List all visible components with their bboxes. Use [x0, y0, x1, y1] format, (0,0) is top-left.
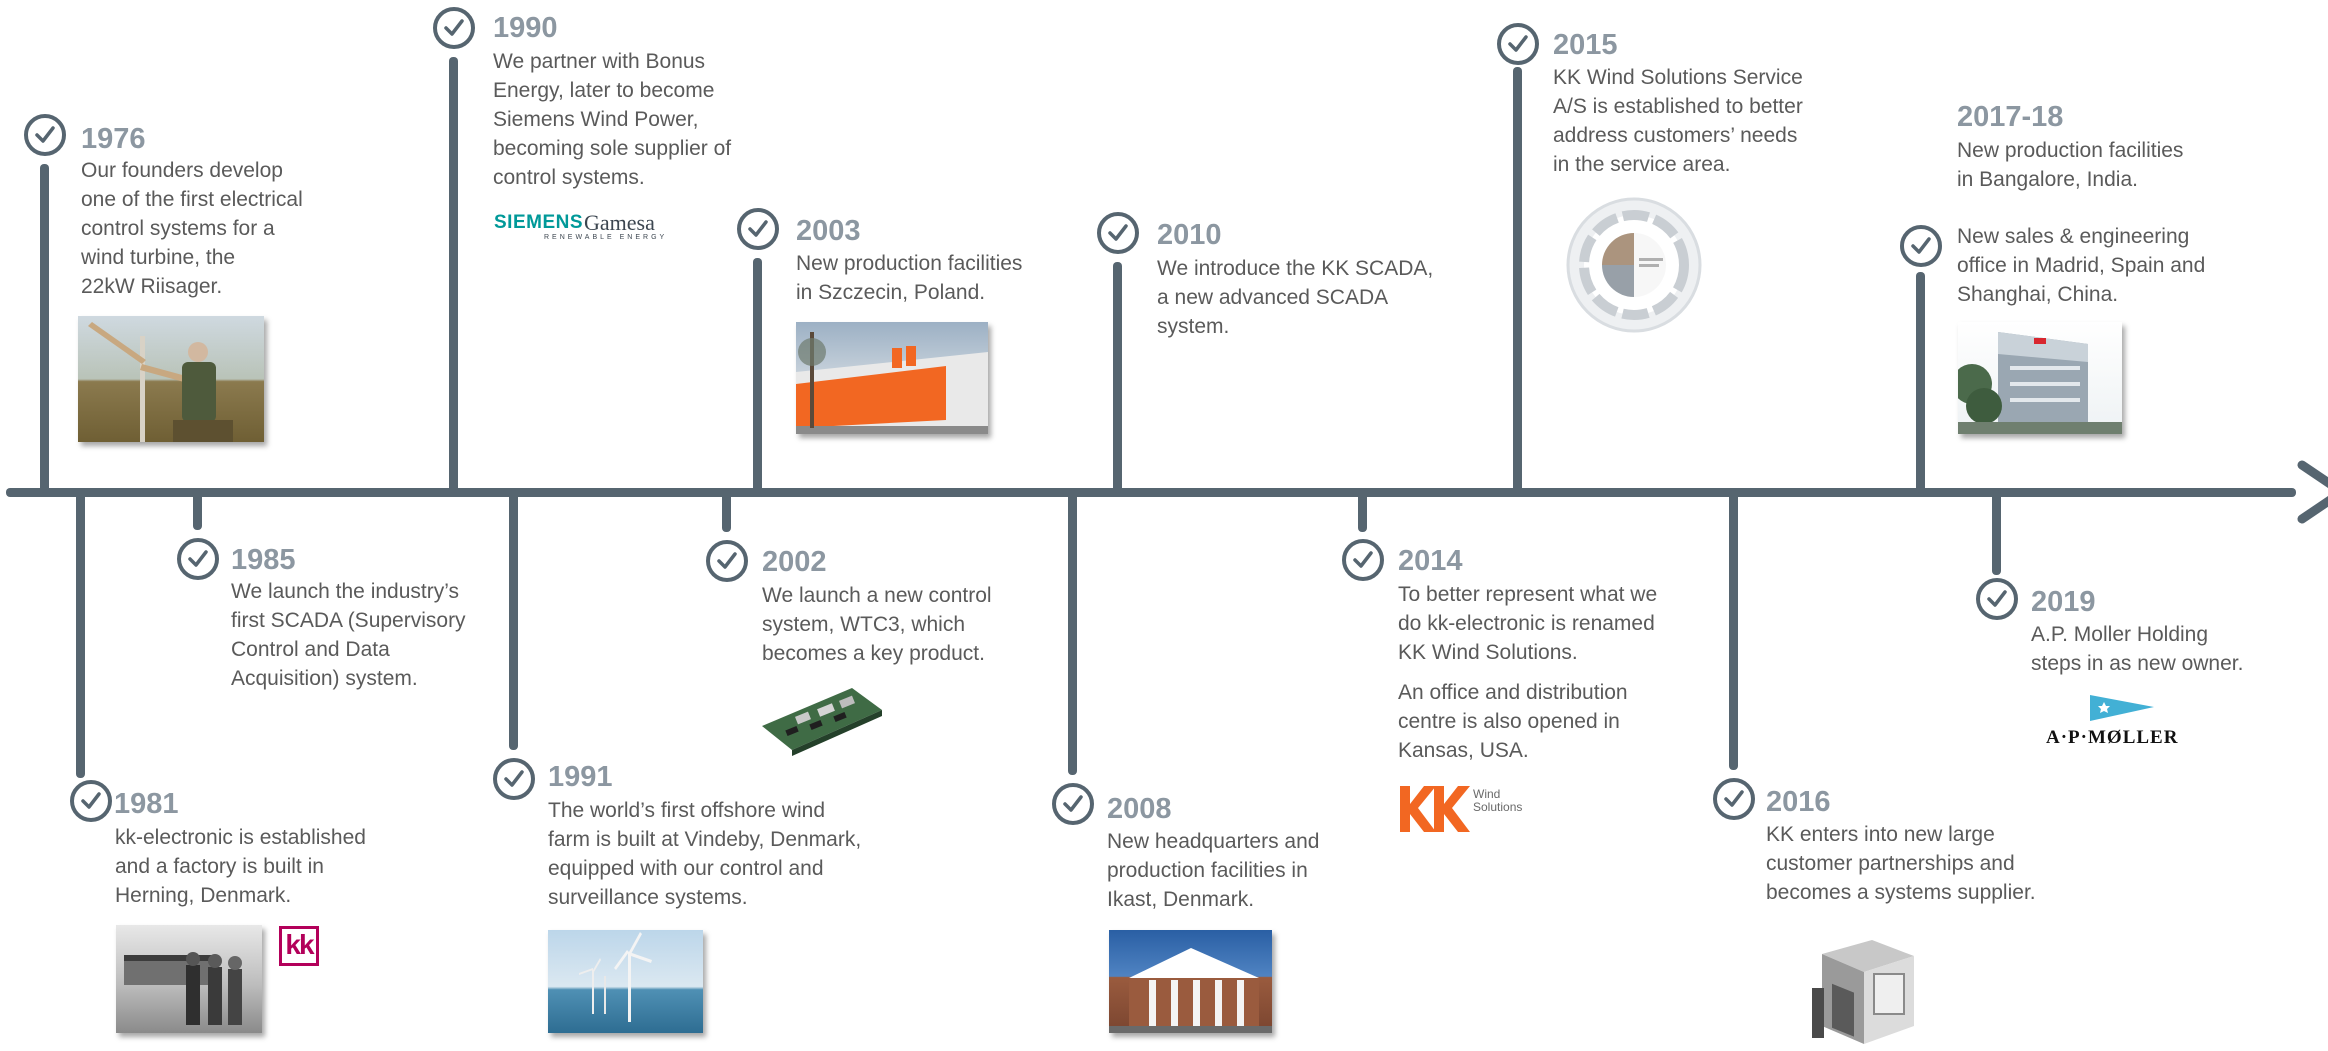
siemens-gamesa-logo: SIEMENS Gamesa RENEWABLE ENERGY — [494, 210, 674, 246]
event-description: New production facilities in Bangalore, … — [1957, 139, 2184, 191]
renewable-energy-text: RENEWABLE ENERGY — [544, 234, 668, 241]
photo-ikast-headquarters — [1109, 930, 1272, 1033]
check-circle-icon — [70, 780, 112, 822]
event-year: 2003 — [796, 215, 861, 247]
stem-2010 — [1113, 262, 1122, 493]
ap-moller-logo: A·P·MØLLER — [2046, 693, 2216, 753]
event-year: 2019 — [2031, 586, 2096, 618]
event-year: 1990 — [493, 12, 558, 44]
kk-logo-letters: kk — [285, 929, 314, 960]
event-description: We introduce the KK SCADA, a new advance… — [1157, 257, 1434, 338]
gamesa-logo-text: Gamesa — [584, 210, 655, 235]
wtc3-circuit-board — [756, 680, 886, 756]
check-circle-icon — [1900, 225, 1942, 267]
event-description: The world’s first offshore wind farm is … — [548, 799, 862, 909]
stem-2002 — [722, 490, 731, 532]
event-description: To better represent what we do kk-electr… — [1398, 583, 1658, 664]
stem-2019 — [1992, 490, 2001, 575]
check-circle-icon — [706, 540, 748, 582]
kk-wind-solutions-logo: Wind Solutions — [1398, 784, 1538, 836]
check-circle-icon — [24, 114, 66, 156]
service-circle-graphic — [1565, 196, 1703, 334]
check-circle-icon — [1342, 539, 1384, 581]
check-circle-icon — [177, 538, 219, 580]
check-circle-icon — [1052, 783, 1094, 825]
stem-1990 — [449, 57, 458, 493]
stem-1981 — [76, 490, 85, 778]
photo-kk-founders — [116, 925, 262, 1033]
stem-2008 — [1068, 490, 1077, 775]
event-year: 2016 — [1766, 786, 1831, 818]
check-circle-icon — [433, 7, 475, 49]
event-description: kk-electronic is established and a facto… — [115, 826, 366, 907]
event-year: 1985 — [231, 544, 296, 576]
event-description: Our founders develop one of the first el… — [81, 159, 303, 298]
event-year: 1981 — [114, 788, 179, 820]
stem-2017-18 — [1916, 272, 1925, 493]
arrow-right-icon — [2297, 460, 2328, 524]
stem-2014 — [1358, 490, 1367, 532]
event-description: KK Wind Solutions Service A/S is establi… — [1553, 66, 1803, 176]
event-description-2: An office and distribution centre is als… — [1398, 681, 1628, 762]
check-circle-icon — [493, 758, 535, 800]
stem-1985 — [193, 490, 202, 530]
check-circle-icon — [1097, 212, 1139, 254]
photo-bangalore-facility — [1958, 322, 2122, 434]
check-circle-icon — [1976, 578, 2018, 620]
event-year: 2015 — [1553, 29, 1618, 61]
stem-1991 — [509, 490, 518, 750]
stem-2016 — [1729, 490, 1738, 770]
wind-solutions-text: Wind Solutions — [1473, 787, 1523, 814]
timeline-axis — [6, 488, 2296, 497]
siemens-logo-text: SIEMENS — [494, 212, 584, 233]
photo-vindeby-offshore — [548, 930, 703, 1033]
event-description: KK enters into new large customer partne… — [1766, 823, 2036, 904]
stem-1976 — [40, 164, 49, 493]
photo-riisager-turbine — [78, 316, 264, 442]
event-year: 2017-18 — [1957, 101, 2064, 133]
check-circle-icon — [1497, 23, 1539, 65]
kk-electronic-logo: kk — [279, 926, 319, 966]
event-description: We launch a new control system, WTC3, wh… — [762, 584, 992, 665]
check-circle-icon — [737, 208, 779, 250]
event-description: We partner with Bonus Energy, later to b… — [493, 50, 732, 189]
event-year: 1991 — [548, 761, 613, 793]
event-year: 2008 — [1107, 793, 1172, 825]
ap-moller-text: A·P·MØLLER — [2046, 727, 2179, 748]
event-description-2: New sales & engineering office in Madrid… — [1957, 225, 2206, 306]
systems-cabinet-image — [1808, 934, 1924, 1046]
event-year: 2002 — [762, 546, 827, 578]
event-year: 2010 — [1157, 219, 1222, 251]
check-circle-icon — [1713, 778, 1755, 820]
photo-szczecin-facility — [796, 322, 988, 434]
event-description: New production facilities in Szczecin, P… — [796, 252, 1023, 304]
stem-2003 — [753, 258, 762, 493]
event-year: 1976 — [81, 123, 146, 155]
event-year: 2014 — [1398, 545, 1463, 577]
stem-2015 — [1513, 67, 1522, 493]
event-description: We launch the industry’s first SCADA (Su… — [231, 580, 466, 690]
event-description: New headquarters and production faciliti… — [1107, 830, 1320, 911]
event-description: A.P. Moller Holding steps in as new owne… — [2031, 623, 2244, 675]
